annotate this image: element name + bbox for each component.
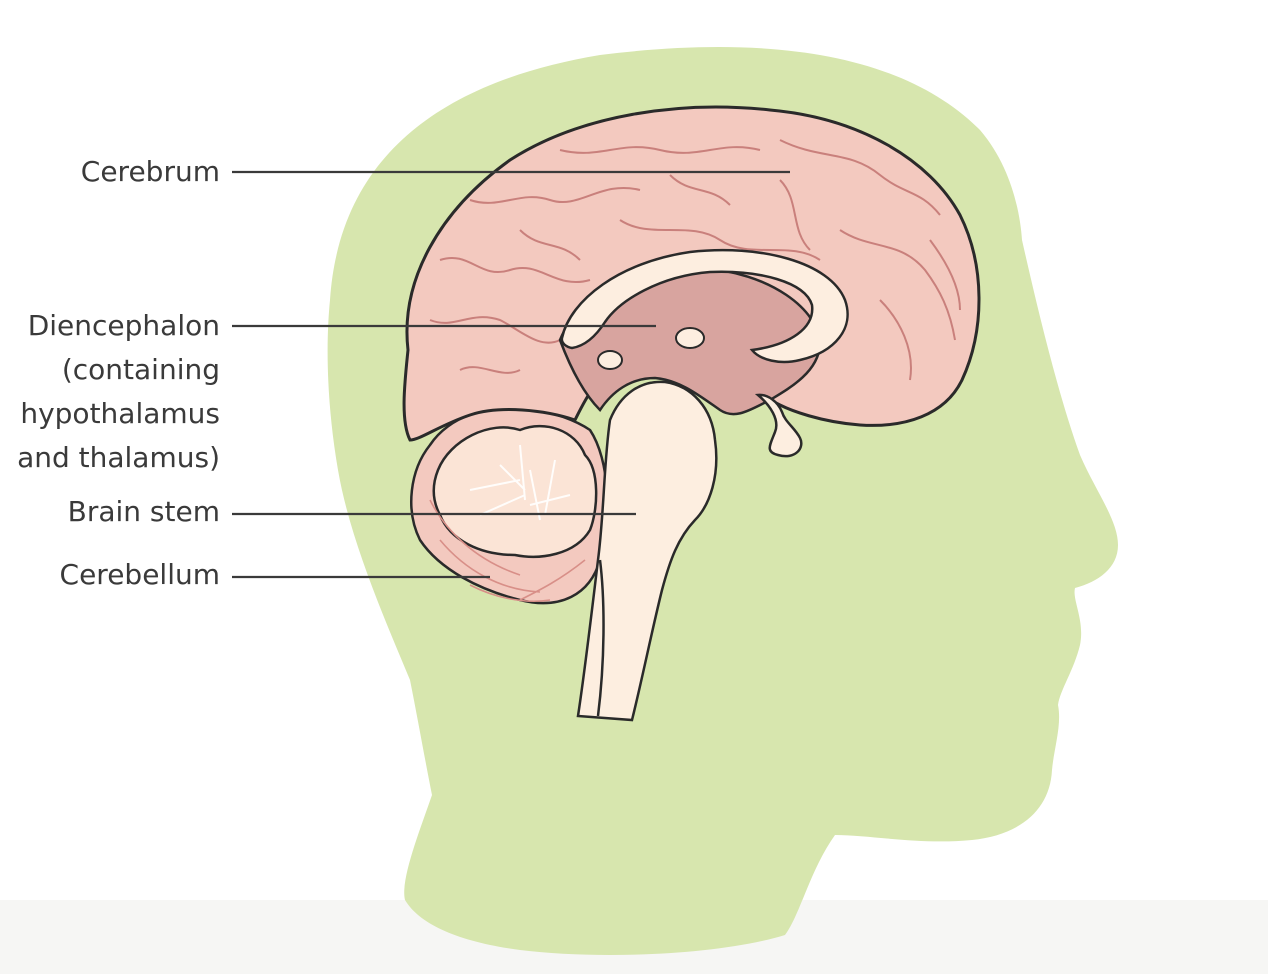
label-cerebellum: Cerebellum (59, 558, 220, 591)
cerebrum-gyri (429, 139, 961, 381)
label-diencephalon-line-2: (containing (61, 353, 220, 386)
label-diencephalon-line-1: Diencephalon (27, 309, 220, 342)
cerebellum (410, 406, 609, 605)
leader-lines (232, 170, 790, 579)
thalamic-nucleus (675, 327, 705, 349)
corpus-callosum (560, 248, 849, 364)
anterior-nucleus (597, 350, 623, 370)
pituitary (754, 393, 803, 458)
label-brain-stem: Brain stem (67, 495, 220, 528)
spinal-cord-groove (596, 559, 605, 717)
label-diencephalon: Diencephalon (containing hypothalamus an… (17, 304, 220, 480)
label-diencephalon-line-3: hypothalamus (20, 397, 220, 430)
label-cerebrum: Cerebrum (80, 155, 220, 188)
cerebellum-folia (469, 444, 571, 521)
label-diencephalon-line-4: and thalamus) (17, 441, 220, 474)
brain-stem (576, 380, 718, 722)
